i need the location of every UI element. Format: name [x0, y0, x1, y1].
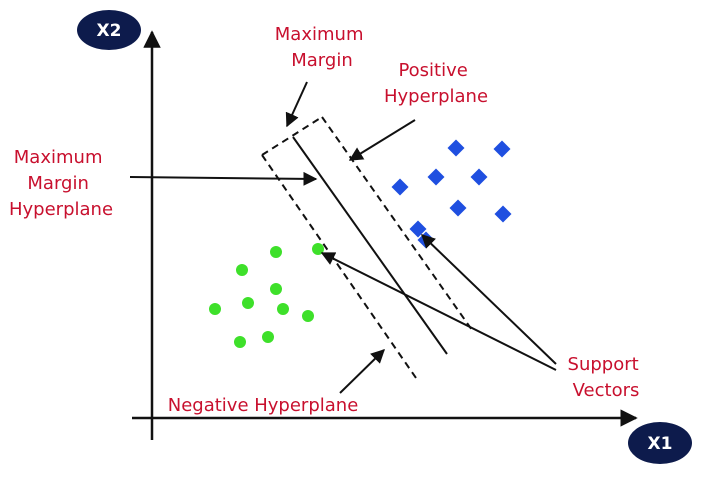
mmh-line-1: Maximum: [14, 147, 103, 168]
y-axis-label: X2: [97, 21, 122, 41]
positive-point: [449, 199, 467, 217]
negative-hyperplane-label: Negative Hyperplane: [168, 395, 359, 416]
negative-point: [270, 246, 282, 258]
maximum-margin-line-1: Maximum: [275, 24, 364, 45]
support-vectors-label: Support Vectors: [568, 354, 645, 401]
support-vector-arrow-positive: [420, 234, 557, 365]
negative-point: [262, 331, 274, 343]
negative-hyperplane-line: [261, 154, 417, 379]
negative-point: [312, 243, 324, 255]
negative-point: [277, 303, 289, 315]
negative-point: [242, 297, 254, 309]
negative-point: [302, 310, 314, 322]
negative-point: [236, 264, 248, 276]
negative-hyperplane-arrow: [339, 349, 386, 394]
mmh-line-3: Hyperplane: [9, 199, 113, 220]
positive-point: [494, 205, 512, 223]
x-axis-label: X1: [648, 434, 673, 454]
max-margin-hyperplane-arrow: [129, 171, 318, 186]
positive-point: [493, 140, 511, 158]
positive-point: [427, 168, 445, 186]
max-margin-arrow: [285, 81, 308, 128]
negative-class-points: [209, 243, 324, 348]
positive-hyperplane-label: Positive Hyperplane: [384, 60, 488, 107]
mmh-line-2: Margin: [27, 173, 88, 194]
support-vectors-line-2: Vectors: [573, 380, 640, 401]
positive-point: [409, 220, 427, 238]
positive-hyperplane-line-1: Positive: [398, 60, 467, 81]
maximum-margin-hyperplane-line: [292, 136, 448, 355]
negative-point: [209, 303, 221, 315]
maximum-margin-label: Maximum Margin: [275, 24, 369, 71]
x-axis-badge: X1: [628, 422, 692, 464]
positive-point: [470, 168, 488, 186]
support-vectors-line-1: Support: [568, 354, 639, 375]
negative-point: [270, 283, 282, 295]
positive-class-points: [391, 139, 512, 249]
support-vector-arrow-negative: [320, 252, 557, 371]
positive-point: [447, 139, 465, 157]
negative-point: [234, 336, 246, 348]
positive-point: [391, 178, 409, 196]
maximum-margin-line-2: Margin: [291, 50, 352, 71]
y-axis-badge: X2: [77, 10, 141, 50]
positive-hyperplane-line-2: Hyperplane: [384, 86, 488, 107]
positive-hyperplane-line: [321, 116, 473, 331]
margin-top-cap: [261, 116, 323, 156]
maximum-margin-hyperplane-label: Maximum Margin Hyperplane: [9, 147, 113, 220]
positive-hyperplane-arrow: [348, 119, 416, 161]
